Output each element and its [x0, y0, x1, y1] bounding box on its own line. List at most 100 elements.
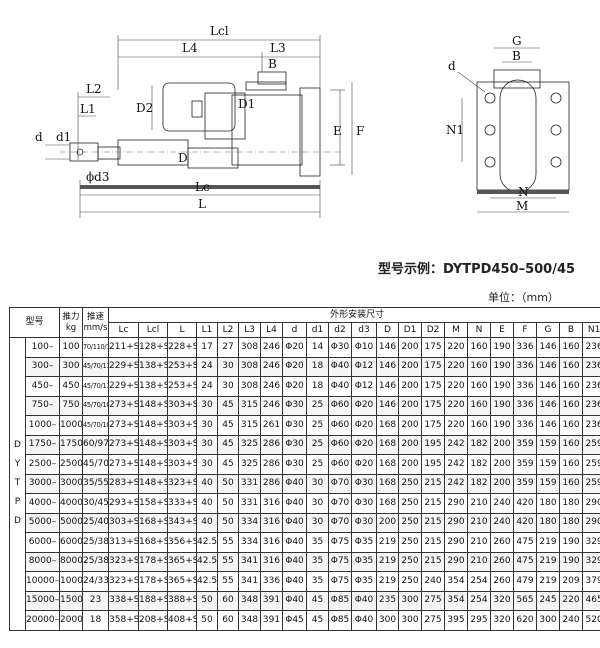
- cell-N: 182: [467, 434, 492, 455]
- cell-M: 220: [444, 395, 469, 416]
- cell-d: Φ40: [282, 493, 308, 514]
- cell-D: 168: [376, 493, 400, 514]
- column-header-Lcl: Lcl: [138, 322, 169, 338]
- label-L4: L4: [182, 41, 198, 55]
- cell-D: 219: [376, 571, 400, 592]
- cell-L: 388+S: [167, 590, 198, 611]
- cell-L3: 341: [238, 571, 262, 592]
- cell-d3: Φ40: [351, 590, 378, 611]
- cell-d3: Φ20: [351, 434, 378, 455]
- cell-d1: 45: [306, 610, 330, 631]
- cell-Lc: 323+S: [108, 551, 140, 572]
- column-header-D: D: [376, 322, 400, 338]
- header-model: 型号: [8, 307, 61, 338]
- cell-d: Φ40: [282, 590, 308, 611]
- cell-L4: 286: [260, 434, 284, 455]
- cell-E: 260: [490, 571, 515, 592]
- cell-B: 160: [559, 337, 584, 358]
- cell-L4: 316: [260, 493, 284, 514]
- cell-D1: 250: [398, 512, 423, 533]
- cell-L3: 341: [238, 551, 262, 572]
- cell-L4: 391: [260, 610, 284, 631]
- cell-d1: 30: [306, 512, 330, 533]
- cell-Lcl: 168+S: [138, 512, 169, 533]
- cell-F: 565: [513, 590, 538, 611]
- cell-N1: 290: [582, 512, 600, 533]
- label-d-end: d: [448, 59, 456, 73]
- cell-d3: Φ12: [351, 376, 378, 397]
- cell-N: 160: [467, 356, 492, 377]
- cell-L3: 331: [238, 493, 262, 514]
- cell-E: 190: [490, 395, 515, 416]
- cell-force: 300: [59, 356, 84, 377]
- cell-L3: 308: [238, 356, 262, 377]
- column-header-d3: d3: [351, 322, 378, 338]
- cell-L1: 24: [196, 376, 219, 397]
- cell-force: 6000: [59, 532, 84, 553]
- cell-G: 146: [536, 415, 561, 436]
- cell-model: 6000–: [24, 532, 61, 553]
- cell-L: 303+S: [167, 454, 198, 475]
- cell-L1: 30: [196, 454, 219, 475]
- cell-N1: 236: [582, 395, 600, 416]
- cell-D: 168: [376, 454, 400, 475]
- cell-d2: Φ60: [328, 415, 353, 436]
- cell-force: 2500: [59, 454, 84, 475]
- cell-D2: 215: [421, 473, 446, 494]
- cell-D2: 175: [421, 356, 446, 377]
- cell-L1: 40: [196, 493, 219, 514]
- cell-M: 395: [444, 610, 469, 631]
- cell-Lcl: 138+S: [138, 356, 169, 377]
- cell-D2: 275: [421, 590, 446, 611]
- cell-E: 190: [490, 356, 515, 377]
- cell-D1: 200: [398, 434, 423, 455]
- header-speed: 推速mm/s: [82, 307, 110, 338]
- cell-N: 210: [467, 493, 492, 514]
- cell-Lc: 273+S: [108, 434, 140, 455]
- cell-Lcl: 208+S: [138, 610, 169, 631]
- cell-B: 160: [559, 473, 584, 494]
- cell-L1: 30: [196, 395, 219, 416]
- cell-speed: 25/38: [82, 532, 110, 553]
- cell-D2: 275: [421, 610, 446, 631]
- cell-N1: 259: [582, 454, 600, 475]
- label-L1: L1: [80, 102, 96, 116]
- cell-D: 146: [376, 376, 400, 397]
- cell-d3: Φ12: [351, 356, 378, 377]
- cell-force: 750: [59, 395, 84, 416]
- cell-L4: 316: [260, 512, 284, 533]
- cell-D1: 200: [398, 376, 423, 397]
- cell-d: Φ45: [282, 610, 308, 631]
- cell-force: 450: [59, 376, 84, 397]
- cell-speed: 45/70: [82, 454, 110, 475]
- table-row: 300–30045/70/115229+S138+S253+S243030824…: [10, 356, 600, 377]
- cell-M: 354: [444, 590, 469, 611]
- cell-d2: Φ30: [328, 337, 353, 358]
- cell-L1: 30: [196, 415, 219, 436]
- cell-L: 253+S: [167, 376, 198, 397]
- cell-L3: 348: [238, 610, 262, 631]
- cell-Lcl: 168+S: [138, 532, 169, 553]
- cell-B: 209: [559, 571, 584, 592]
- cell-L1: 30: [196, 434, 219, 455]
- cell-D2: 215: [421, 551, 446, 572]
- technical-drawing: Lcl L4 L3 B L2 L1 d d1 ϕd3 D2 D1 D E F: [35, 24, 570, 218]
- cell-d1: 18: [306, 376, 330, 397]
- series-letter: T: [14, 478, 21, 489]
- column-header-L3: L3: [238, 322, 262, 338]
- cell-L4: 316: [260, 551, 284, 572]
- cell-D2: 175: [421, 395, 446, 416]
- cell-d: Φ30: [282, 454, 308, 475]
- cell-force: 5000: [59, 512, 84, 533]
- cell-D: 168: [376, 415, 400, 436]
- cell-L4: 246: [260, 337, 284, 358]
- column-header-L2: L2: [217, 322, 240, 338]
- cell-model: 10000–: [24, 571, 61, 592]
- cell-L3: 315: [238, 415, 262, 436]
- cell-L2: 45: [217, 434, 240, 455]
- label-G: G: [512, 34, 522, 48]
- cell-E: 190: [490, 337, 515, 358]
- cell-L2: 55: [217, 571, 240, 592]
- table-row: DYTPD100–10070/110/185211+S128+S228+S172…: [9, 337, 600, 631]
- cell-D1: 250: [398, 493, 423, 514]
